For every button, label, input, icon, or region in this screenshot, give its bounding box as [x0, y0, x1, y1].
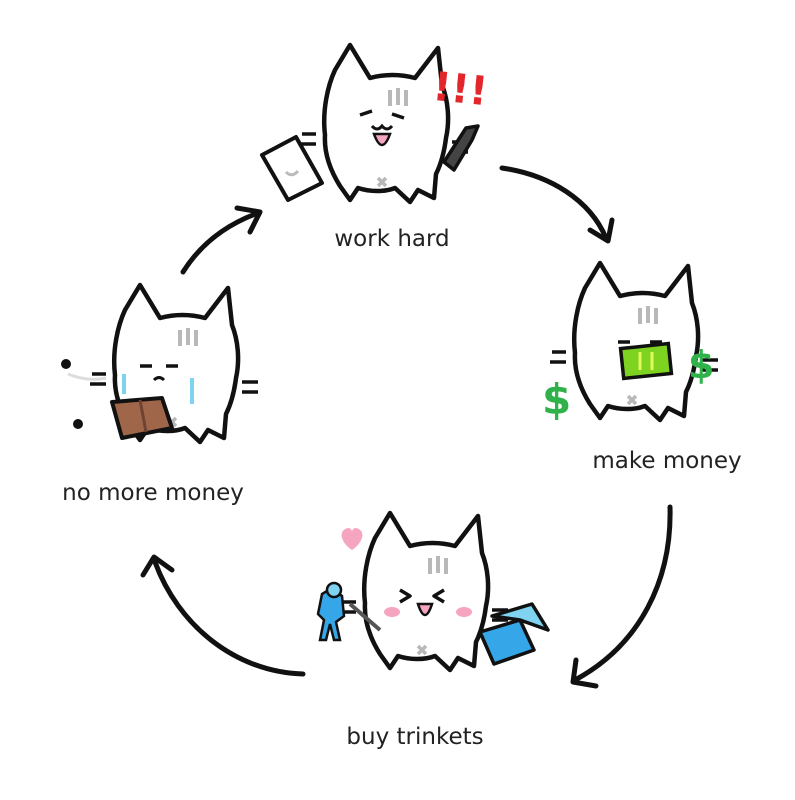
knife-icon	[442, 124, 480, 172]
heart-icon	[341, 528, 363, 550]
step-label-no-more-money: no more money	[62, 480, 244, 506]
arrow-make-to-buy-head	[570, 657, 599, 689]
dollar-icon: $	[688, 343, 714, 387]
step-label-work-hard: work hard	[334, 226, 450, 252]
arrow-make-to-buy	[572, 504, 673, 683]
cat-work-hard	[300, 45, 468, 202]
paper-icon	[260, 135, 324, 202]
dollar-icon: $	[542, 375, 571, 424]
arrow-buy-to-nomore	[152, 559, 306, 677]
cash-icon	[618, 341, 674, 381]
cat-buy-trinkets	[340, 513, 508, 670]
arrow-buy-to-nomore-head	[140, 554, 175, 578]
wallet-icon	[110, 396, 174, 440]
arrow-nomore-to-work	[180, 210, 261, 275]
exclaim-mark: !!!	[431, 64, 490, 115]
step-label-buy-trinkets: buy trinkets	[346, 724, 484, 750]
box-icon	[478, 602, 550, 666]
arrow-work-to-make-head	[587, 217, 615, 244]
arrow-work-to-make	[499, 165, 609, 241]
step-label-make-money: make money	[592, 448, 742, 474]
cycle-arrows	[140, 165, 673, 689]
cat-make-money	[550, 263, 718, 420]
cat-no-more-money	[90, 285, 258, 442]
figure-trinket-icon	[316, 581, 382, 642]
arrow-nomore-to-work-head	[234, 205, 263, 235]
moth-icon	[61, 359, 107, 429]
